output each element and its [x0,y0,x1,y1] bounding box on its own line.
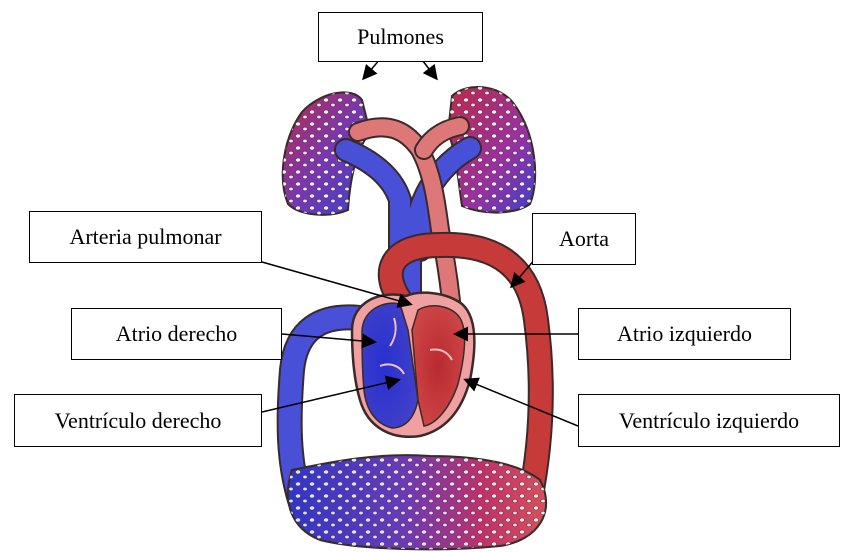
label-arteria-pulmonar: Arteria pulmonar [29,211,262,263]
label-aorta: Aorta [532,213,636,265]
label-atrio-izquierdo: Atrio izquierdo [578,308,791,360]
body-capillaries [288,455,546,549]
heart [352,293,474,437]
label-pulmones: Pulmones [318,12,483,62]
label-ventriculo-izquierdo: Ventrículo izquierdo [578,394,840,447]
label-atrio-derecho: Atrio derecho [71,308,282,360]
label-ventriculo-derecho: Ventrículo derecho [14,394,262,447]
leader-ventriculo-izquierdo [466,380,578,426]
